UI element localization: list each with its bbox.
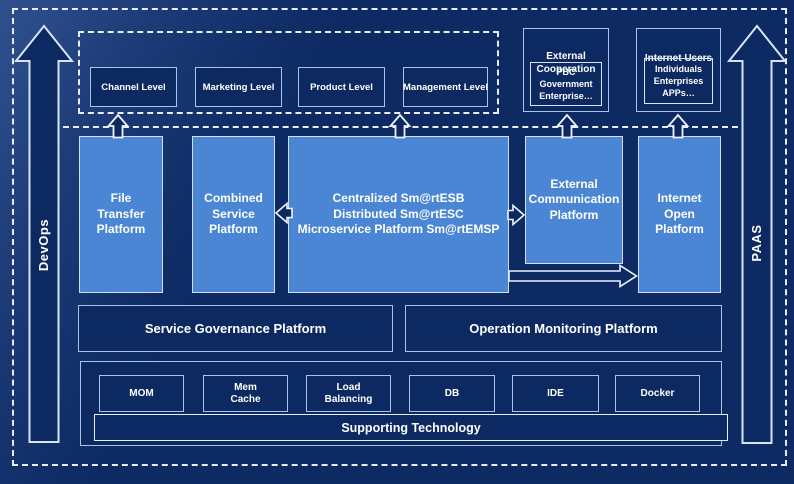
external-communication-platform-box: External Communication Platform xyxy=(525,136,623,264)
combined-service-platform-box: Combined Service Platform xyxy=(192,136,275,293)
levels-dashed-group xyxy=(78,31,499,114)
supporting-technology-bar: Supporting Technology xyxy=(94,414,728,441)
tech-db-box: DB xyxy=(409,375,495,412)
devops-rail-label: DevOps xyxy=(36,218,51,272)
paas-rail-label: PAAS xyxy=(749,224,764,262)
tech-ide-box: IDE xyxy=(512,375,599,412)
internet-users-box: Internet Users Individuals Enterprises A… xyxy=(636,28,721,112)
external-cooperation-box: External Cooperation PBC Government Ente… xyxy=(523,28,609,112)
esb-suite-platform-box: Centralized Sm@rtESB Distributed Sm@rtES… xyxy=(288,136,509,293)
supporting-technology-group: MOM Mem Cache Load Balancing DB IDE Dock… xyxy=(80,361,728,446)
management-level-box: Management Level xyxy=(403,67,488,107)
tech-load-balancing-box: Load Balancing xyxy=(306,375,391,412)
operation-monitoring-platform-box: Operation Monitoring Platform xyxy=(405,305,722,352)
external-cooperation-title: External Cooperation xyxy=(536,51,596,75)
external-cooperation-members: PBC Government Enterprise… xyxy=(530,62,602,106)
file-transfer-platform-box: File Transfer Platform xyxy=(79,136,163,293)
channel-level-box: Channel Level xyxy=(90,67,177,107)
tech-mom-box: MOM xyxy=(99,375,184,412)
layer-separator-dashed-line xyxy=(63,126,738,128)
internet-open-platform-box: Internet Open Platform xyxy=(638,136,721,293)
tech-mem-cache-box: Mem Cache xyxy=(203,375,288,412)
product-level-box: Product Level xyxy=(298,67,385,107)
tech-docker-box: Docker xyxy=(615,375,700,412)
internet-users-members: Individuals Enterprises APPs… xyxy=(644,58,713,104)
service-governance-platform-box: Service Governance Platform xyxy=(78,305,393,352)
marketing-level-box: Marketing Level xyxy=(195,67,282,107)
